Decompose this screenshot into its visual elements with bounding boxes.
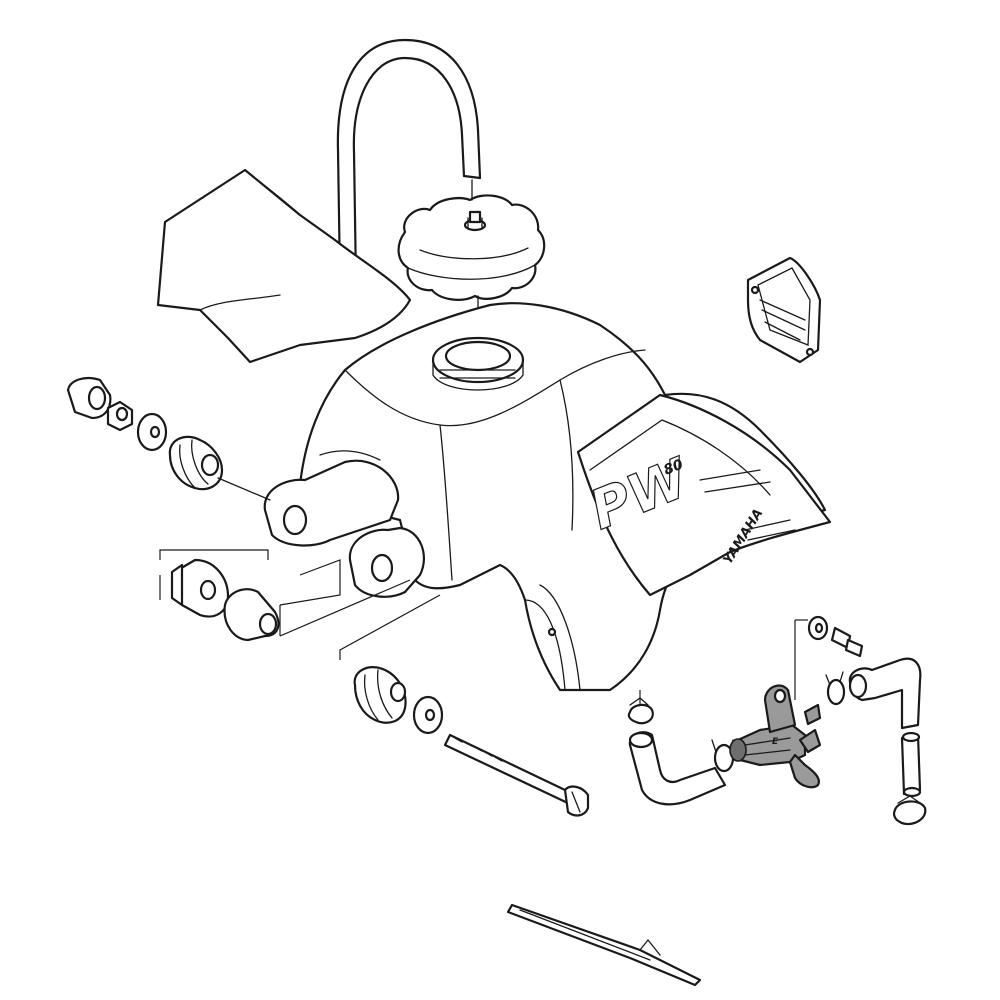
lower-bolt-set bbox=[339, 594, 590, 817]
tank-rubber-strap bbox=[506, 903, 702, 987]
heat-shield-plate bbox=[156, 168, 412, 364]
mount-collar-set bbox=[159, 549, 411, 642]
left-fastener-row bbox=[66, 376, 271, 501]
fuel-hose-right bbox=[848, 657, 922, 798]
cock-mount-screw bbox=[794, 615, 864, 700]
tank-decal: PW 80 YAMAHA bbox=[576, 393, 832, 597]
filter-gasket bbox=[746, 256, 822, 364]
decal-sub-mark: 80 bbox=[662, 456, 686, 478]
cock-label: E bbox=[772, 737, 779, 747]
fuel-cock-valve: E bbox=[729, 684, 822, 789]
hose-clip-right bbox=[825, 671, 846, 706]
hose-clip-left bbox=[711, 739, 735, 773]
fuel-cap bbox=[397, 194, 546, 301]
fuel-tank-body bbox=[298, 302, 827, 692]
filler-neck bbox=[431, 336, 525, 391]
tank-mount-bracket bbox=[263, 459, 425, 598]
fuel-hose-left bbox=[627, 690, 727, 806]
hose-clip-bottom bbox=[892, 795, 927, 826]
